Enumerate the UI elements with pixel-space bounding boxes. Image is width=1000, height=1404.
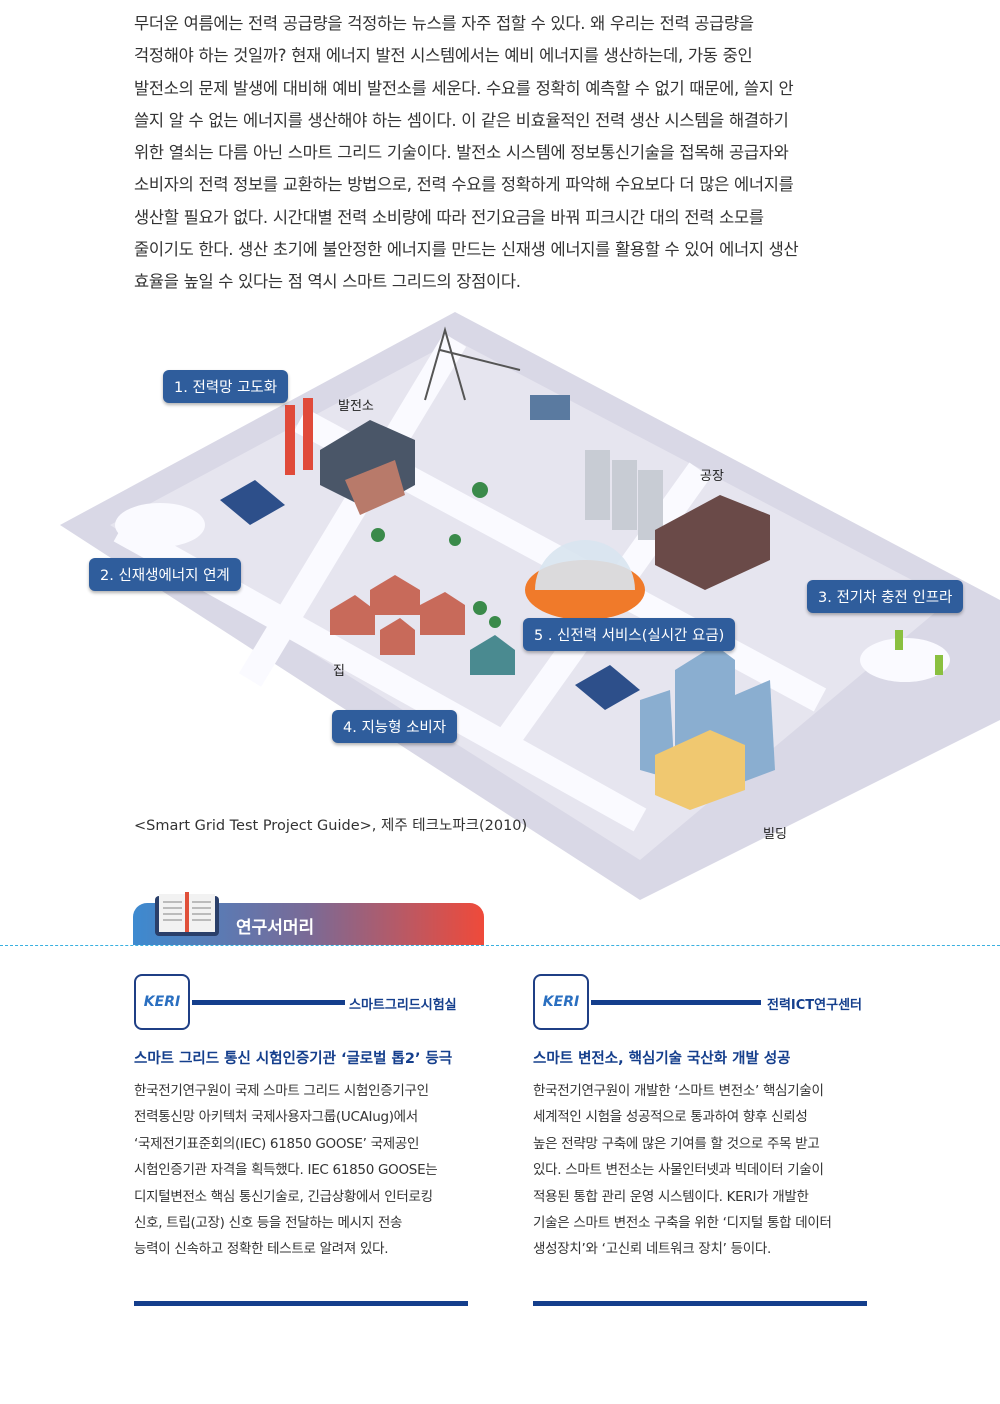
intro-line: 줄이기도 한다. 생산 초기에 불안정한 에너지를 만드는 신재생 에너지를 활…	[134, 240, 799, 260]
body-line: ‘국제전기표준회의(IEC) 61850 GOOSE’ 국제공인	[134, 1135, 420, 1152]
card-body: 한국전기연구원이 국제 스마트 그리드 시험인증기구인 전력통신망 아키텍처 국…	[134, 1078, 474, 1263]
body-line: 시험인증기관 자격을 획득했다. IEC 61850 GOOSE는	[134, 1162, 438, 1179]
intro-line: 무더운 여름에는 전력 공급량을 걱정하는 뉴스를 자주 접할 수 있다. 왜 …	[134, 14, 754, 33]
smart-grid-illustration: 1. 전력망 고도화 2. 신재생에너지 연계 3. 전기차 충전 인프라 4.…	[0, 300, 1000, 920]
place-power-plant: 발전소	[338, 399, 374, 414]
header-rule	[591, 1000, 761, 1005]
body-line: 적용된 통합 관리 운영 시스템이다. KERI가 개발한	[533, 1188, 809, 1205]
intro-line: 걱정해야 하는 것일까? 현재 에너지 발전 시스템에서는 예비 에너지를 생산…	[134, 46, 753, 66]
body-line: 있다. 스마트 변전소는 사물인터넷과 빅데이터 기술이	[533, 1162, 824, 1179]
body-line: 생성장치’와 ‘고신뢰 네트워크 장치’ 등이다.	[533, 1241, 771, 1258]
body-line: 한국전기연구원이 국제 스마트 그리드 시험인증기구인	[134, 1083, 429, 1099]
body-line: 신호, 트립(고장) 신호 등을 전달하는 메시지 전송	[134, 1215, 403, 1232]
label-ev-charging: 3. 전기차 충전 인프라	[807, 580, 964, 613]
body-line: 디지털변전소 핵심 통신기술로, 긴급상황에서 인터로킹	[134, 1188, 433, 1205]
keri-logo: KERI	[134, 974, 190, 1030]
body-line: 기술은 스마트 변전소 구축을 위한 ‘디지털 통합 데이터	[533, 1215, 832, 1232]
intro-line: 소비자의 전력 정보를 교환하는 방법으로, 전력 수요를 정확하게 파악해 수…	[134, 175, 794, 195]
card-bottom-rule	[533, 1301, 867, 1306]
label-new-power-service: 5 . 신전력 서비스(실시간 요금)	[523, 618, 736, 651]
body-line: 한국전기연구원이 개발한 ‘스마트 변전소’ 핵심기술이	[533, 1083, 824, 1099]
isometric-city-graphic	[60, 312, 1000, 900]
keri-logo: KERI	[533, 974, 589, 1030]
place-house: 집	[333, 664, 345, 679]
label-smart-consumer: 4. 지능형 소비자	[332, 710, 458, 743]
card-title: 스마트 그리드 통신 시험인증기관 ‘글로벌 톱2’ 등극	[134, 1051, 453, 1067]
label-grid-upgrade: 1. 전력망 고도화	[163, 370, 289, 403]
department-name: 전력ICT연구센터	[767, 998, 863, 1013]
intro-line: 쓸지 알 수 없는 에너지를 생산해야 하는 셈이다. 이 같은 비효율적인 전…	[134, 110, 789, 130]
intro-line: 발전소의 문제 발생에 대비해 예비 발전소를 세운다. 수요를 정확히 예측할…	[134, 78, 794, 98]
book-icon	[155, 892, 219, 936]
dashed-divider	[0, 945, 1000, 946]
place-building: 빌딩	[763, 827, 787, 842]
header-rule	[192, 1000, 345, 1005]
intro-line: 생산할 필요가 없다. 시간대별 전력 소비량에 따라 전기요금을 바꿔 피크시…	[134, 207, 764, 227]
body-line: 높은 전략망 구축에 많은 기여를 할 것으로 주목 받고	[533, 1135, 820, 1152]
body-line: 전력통신망 아키텍처 국제사용자그룹(UCAIug)에서	[134, 1109, 418, 1126]
intro-line: 효율을 높일 수 있다는 점 역시 스마트 그리드의 장점이다.	[134, 272, 521, 292]
label-renewable-link: 2. 신재생에너지 연계	[89, 558, 241, 591]
intro-paragraph: 무더운 여름에는 전력 공급량을 걱정하는 뉴스를 자주 접할 수 있다. 왜 …	[134, 8, 874, 299]
place-factory: 공장	[700, 469, 724, 484]
department-name: 스마트그리드시험실	[349, 998, 457, 1013]
body-line: 세계적인 시험을 성공적으로 통과하여 향후 신뢰성	[533, 1109, 808, 1126]
section-title: 연구서머리	[236, 918, 315, 938]
body-line: 능력이 신속하고 정확한 테스트로 알려져 있다.	[134, 1241, 389, 1258]
intro-line: 위한 열쇠는 다름 아닌 스마트 그리드 기술이다. 발전소 시스템에 정보통신…	[134, 143, 789, 163]
card-title: 스마트 변전소, 핵심기술 국산화 개발 성공	[533, 1051, 791, 1067]
card-bottom-rule	[134, 1301, 468, 1306]
figure-caption: <Smart Grid Test Project Guide>, 제주 테크노파…	[134, 818, 528, 834]
card-body: 한국전기연구원이 개발한 ‘스마트 변전소’ 핵심기술이 세계적인 시험을 성공…	[533, 1078, 873, 1263]
